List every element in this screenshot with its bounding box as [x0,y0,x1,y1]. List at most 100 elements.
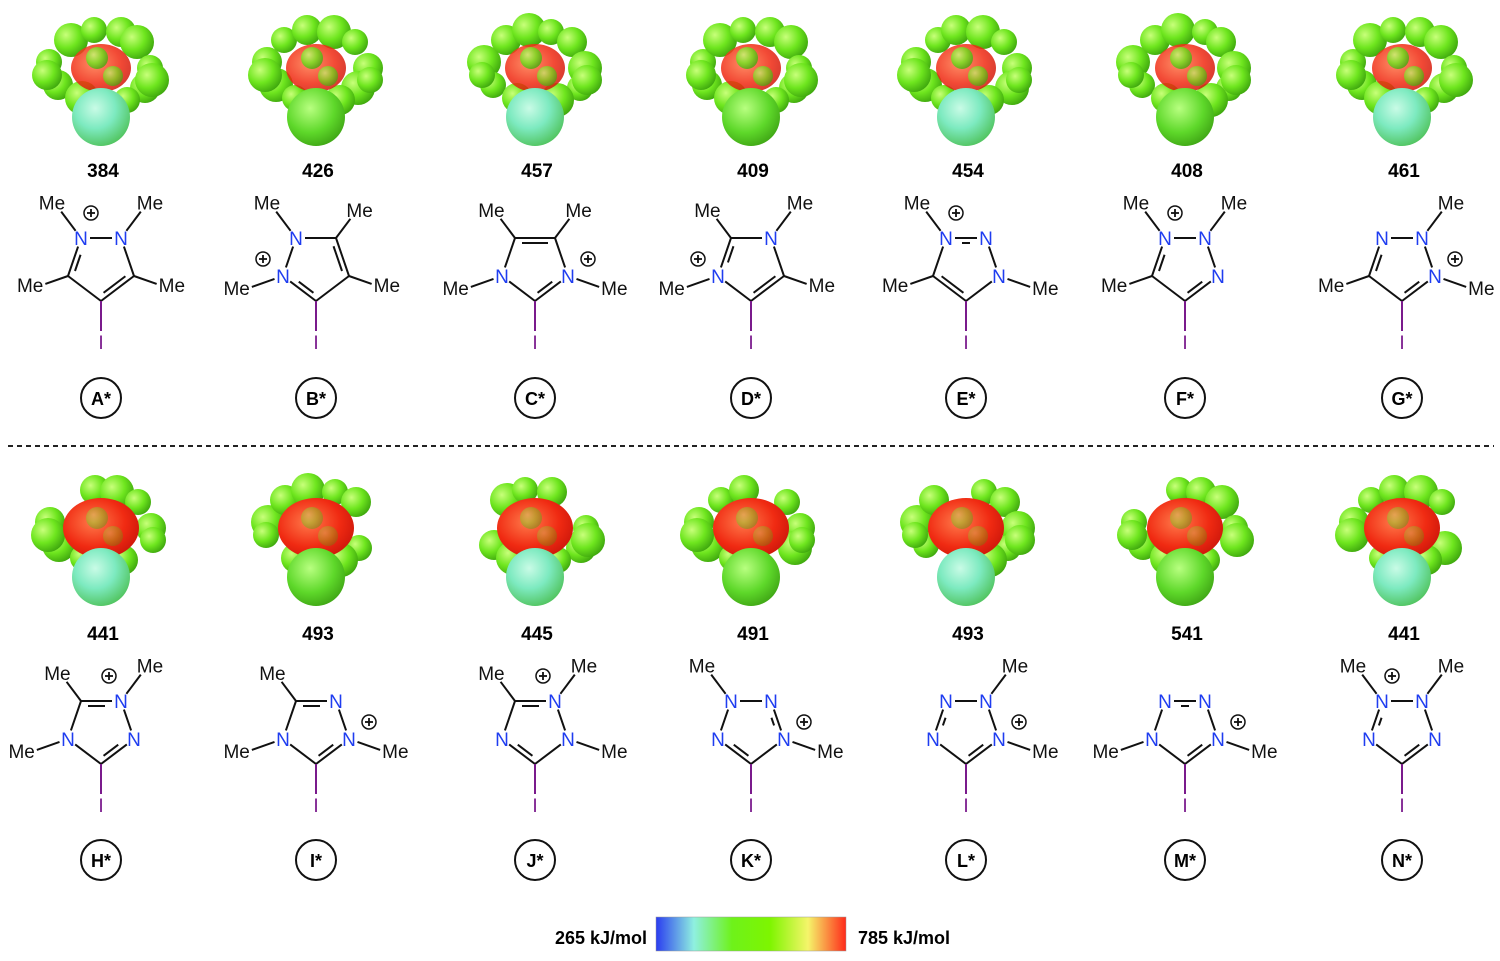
esp-value: 445 [521,624,553,645]
nitrogen-atom: N [1375,692,1389,713]
ring-bond [69,700,82,731]
double-bond-line [317,743,334,757]
ring-bond [965,280,993,302]
methyl-bond [499,681,516,702]
ring-bond [1153,709,1164,731]
ring-bond [1151,246,1164,277]
esp-surface-model [479,477,605,606]
ring-bond [337,709,348,731]
ring-bond [122,246,135,277]
esp-surface-model [248,15,383,146]
ring-bond [750,743,778,765]
esp-value: 454 [952,161,984,182]
compound-label: C* [514,377,556,419]
iodine-atom: I [313,333,318,354]
positive-charge-icon [1384,668,1400,684]
methyl-group: Me [8,742,34,763]
methyl-group: Me [1468,279,1494,300]
nitrogen-atom: N [711,730,725,751]
double-bond-line [1186,280,1203,294]
ring-bond [289,743,317,765]
esp-value: 493 [952,624,984,645]
nitrogen-atom: N [1428,730,1442,751]
methyl-bond [554,218,571,239]
methyl-group: Me [787,194,813,215]
esp-surface-model [1116,13,1251,146]
compound-label-text: I* [310,851,322,871]
methyl-bond [125,211,142,232]
ring-bond [965,743,993,765]
compound-label: E* [945,377,987,419]
nitrogen-atom: N [1158,692,1172,713]
methyl-group: Me [817,742,843,763]
methyl-bond [990,673,1007,695]
nitrogen-atom: N [711,267,725,288]
ring-bond [67,246,80,277]
methyl-group: Me [346,201,372,222]
methyl-bond [251,278,275,288]
methyl-group: Me [374,276,400,297]
ring-bond [939,743,967,765]
esp-value: 541 [1171,624,1203,645]
methyl-bond [910,275,934,285]
nitrogen-atom: N [939,692,953,713]
colorbar: 265 kJ/mol 785 kJ/mol [555,916,950,952]
compound-label: D* [730,377,772,419]
methyl-bond [65,681,82,702]
methyl-group: Me [1032,279,1058,300]
nitrogen-atom: N [561,267,575,288]
nitrogen-atom: N [1211,730,1225,751]
nitrogen-atom: N [1375,229,1389,250]
positive-charge-icon [796,714,812,730]
methyl-group: Me [1032,742,1058,763]
compound-label: M* [1164,839,1206,881]
methyl-group: Me [1002,657,1028,678]
ring-bond [508,743,536,765]
double-bond-line [1158,254,1166,272]
methyl-bond [1426,673,1443,695]
iodine-atom: I [532,333,537,354]
compound-label-text: B* [306,389,326,409]
methyl-bond [559,673,576,695]
methyl-bond [1361,673,1378,695]
ring-bond [122,709,133,731]
nitrogen-atom: N [724,692,738,713]
nitrogen-atom: N [276,267,290,288]
nitrogen-atom: N [1362,730,1376,751]
iodine-atom: I [313,796,318,817]
methyl-bond [1209,211,1226,232]
positive-charge-icon [101,668,117,684]
compound-label: F* [1164,377,1206,419]
nitrogen-atom: N [992,267,1006,288]
compound-label: A* [80,377,122,419]
iodine-atom: I [963,333,968,354]
iodine-atom: I [748,333,753,354]
double-bond-line [1403,743,1420,757]
nitrogen-atom: N [1415,692,1429,713]
nitrogen-atom: N [495,267,509,288]
ring-bond [1151,275,1186,302]
iodine-atom: I [748,796,753,817]
nitrogen-atom: N [74,229,88,250]
nitrogen-atom: N [1415,229,1429,250]
double-bond-line [726,245,735,263]
ring-bond [1206,709,1217,731]
methyl-bond [925,211,942,232]
methyl-group: Me [478,664,504,685]
methyl-group: Me [1123,194,1149,215]
double-bond-line [102,743,119,757]
methyl-group: Me [601,279,627,300]
ring-bond [503,237,516,268]
